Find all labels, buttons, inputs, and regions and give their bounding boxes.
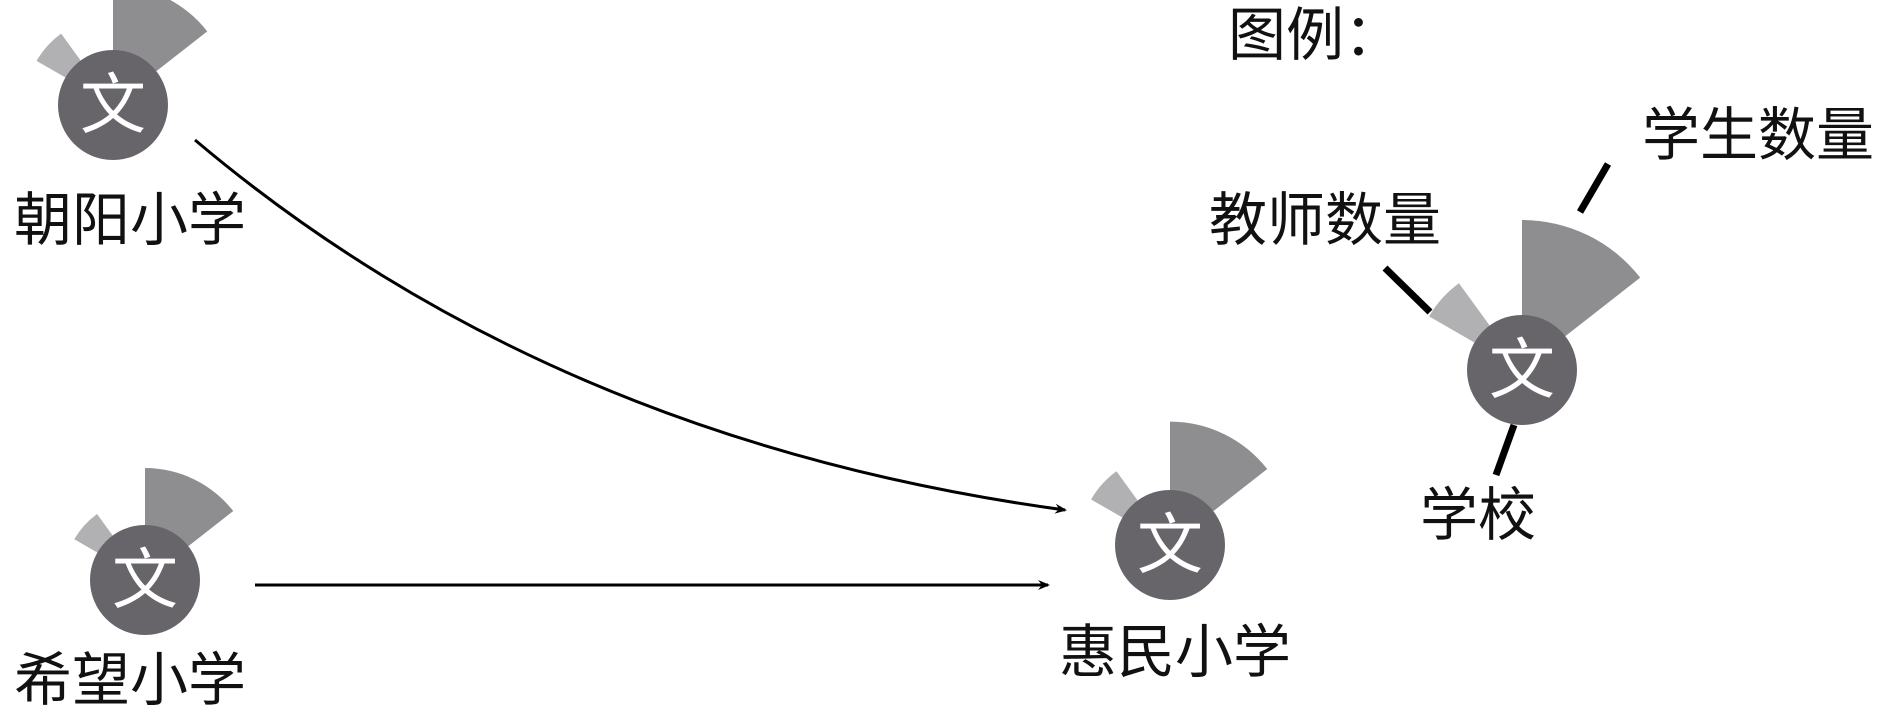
student-count-sector	[1170, 421, 1268, 515]
legend-school-glyph: 文	[1489, 332, 1555, 409]
legend-students-label: 学生数量	[1642, 101, 1874, 169]
legend: 图例： 文 教师数量 学生数量 学校	[1209, 1, 1874, 549]
school-node-chaoyang: 文 朝阳小学	[14, 0, 246, 254]
legend-title: 图例：	[1228, 1, 1402, 69]
legend-student-sector	[1522, 220, 1641, 340]
school-name-label: 朝阳小学	[14, 186, 246, 254]
legend-leader-teachers	[1382, 265, 1433, 315]
school-node-huimin: 文 惠民小学	[1059, 421, 1291, 686]
school-name-label: 惠民小学	[1059, 618, 1291, 686]
school-icon	[1115, 490, 1225, 600]
legend-leader-school	[1492, 423, 1518, 477]
school-name-label: 希望小学	[14, 646, 246, 714]
teacher-count-sector	[1091, 471, 1142, 521]
legend-leader-students	[1576, 162, 1612, 214]
legend-school-icon	[1467, 315, 1577, 425]
school-node-xiwang: 文 希望小学	[14, 468, 246, 714]
flow-arrow-chaoyang-to-huimin	[194, 138, 1067, 514]
school-glyph: 文	[80, 67, 146, 144]
school-glyph: 文	[1137, 507, 1203, 584]
school-icon	[58, 50, 168, 160]
school-glyph: 文	[112, 542, 178, 619]
legend-school-label: 学校	[1420, 481, 1536, 549]
legend-teachers-label: 教师数量	[1209, 186, 1441, 254]
student-count-sector	[145, 468, 234, 550]
school-icon	[90, 525, 200, 635]
legend-teacher-sector	[1429, 283, 1494, 346]
